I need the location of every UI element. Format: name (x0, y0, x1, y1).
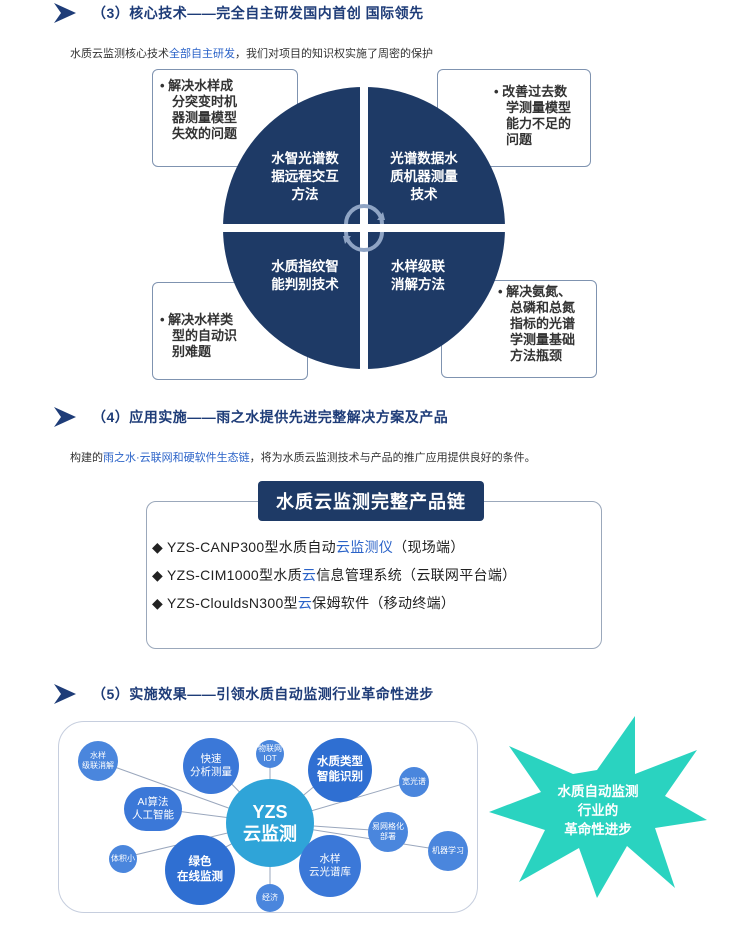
bubble-machine-learning: 机器学习 (428, 831, 468, 871)
bubble-spectrum-library: 水样云光谱库 (299, 835, 361, 897)
section4-heading: （4）应用实施——雨之水提供先进完整解决方案及产品 (52, 406, 448, 428)
bubble-fast-analysis: 快速分析测量 (183, 738, 239, 794)
note-top-right: • 改善过去数学测量模型能力不足的问题 (494, 84, 572, 147)
product-chain-title: 水质云监测完整产品链 (258, 481, 484, 521)
section4-title: （4）应用实施——雨之水提供先进完整解决方案及产品 (92, 409, 449, 425)
section5-heading: （5）实施效果——引领水质自动监测行业革命性进步 (52, 683, 434, 705)
section3-heading: （3）核心技术——完全自主研发国内首创 国际领先 (52, 2, 424, 24)
product-chain-box (146, 501, 602, 649)
note-bottom-left: • 解决水样类型的自动识别难题 (160, 312, 238, 359)
bubble-economy: 经济 (256, 884, 284, 912)
arrow-icon (54, 3, 76, 23)
arrow-icon (54, 407, 76, 427)
bubble-green-online: 绿色在线监测 (165, 835, 235, 905)
note-top-left: • 解决水样成分突变时机器测量模型失效的问题 (160, 78, 238, 141)
section3-title: （3）核心技术——完全自主研发国内首创 国际领先 (92, 5, 424, 21)
product-item-2: ◆ YZS-CIM1000型水质云信息管理系统（云联网平台端） (152, 567, 517, 583)
starburst-text: 水质自动监测行业的革命性进步 (557, 784, 639, 837)
product-item-3: ◆ YZS-ClouldsN300型云保姆软件（移动终端） (152, 595, 456, 611)
bubble-type-recognition: 水质类型智能识别 (308, 738, 372, 802)
quadrant-bottom-right: 水样级联消解方法 (391, 259, 445, 292)
note-bottom-right: • 解决氨氮、总磷和总氮指标的光谱学测量基础方法瓶颈 (498, 284, 576, 363)
quadrant-top-left: 水智光谱数据远程交互方法 (271, 151, 339, 202)
bubble-small-size: 体积小 (109, 845, 137, 873)
bubble-cascade-digestion: 水样级联消解 (78, 741, 118, 781)
bubble-ai-algorithm: AI算法人工智能 (124, 787, 182, 831)
bubble-grid-deployment: 易网格化部署 (368, 812, 408, 852)
core-tech-circle (222, 86, 506, 370)
section5-title: （5）实施效果——引领水质自动监测行业革命性进步 (92, 686, 434, 702)
quadrant-top-right: 光谱数据水质机器测量技术 (390, 151, 458, 202)
section4-intro: 构建的雨之水·云联网和硬软件生态链，将为水质云监测技术与产品的推广应用提供良好的… (70, 452, 536, 464)
bubble-wide-spectrum: 宽光谱 (399, 767, 429, 797)
refresh-icon (343, 204, 385, 252)
quadrant-bottom-left: 水质指纹智能判别技术 (271, 259, 339, 292)
product-item-1: ◆ YZS-CANP300型水质自动云监测仪（现场端） (152, 539, 465, 555)
section3-intro: 水质云监测核心技术全部自主研发，我们对项目的知识权实施了周密的保护 (70, 48, 433, 60)
starburst-shape (489, 716, 707, 898)
arrow-icon (54, 684, 76, 704)
